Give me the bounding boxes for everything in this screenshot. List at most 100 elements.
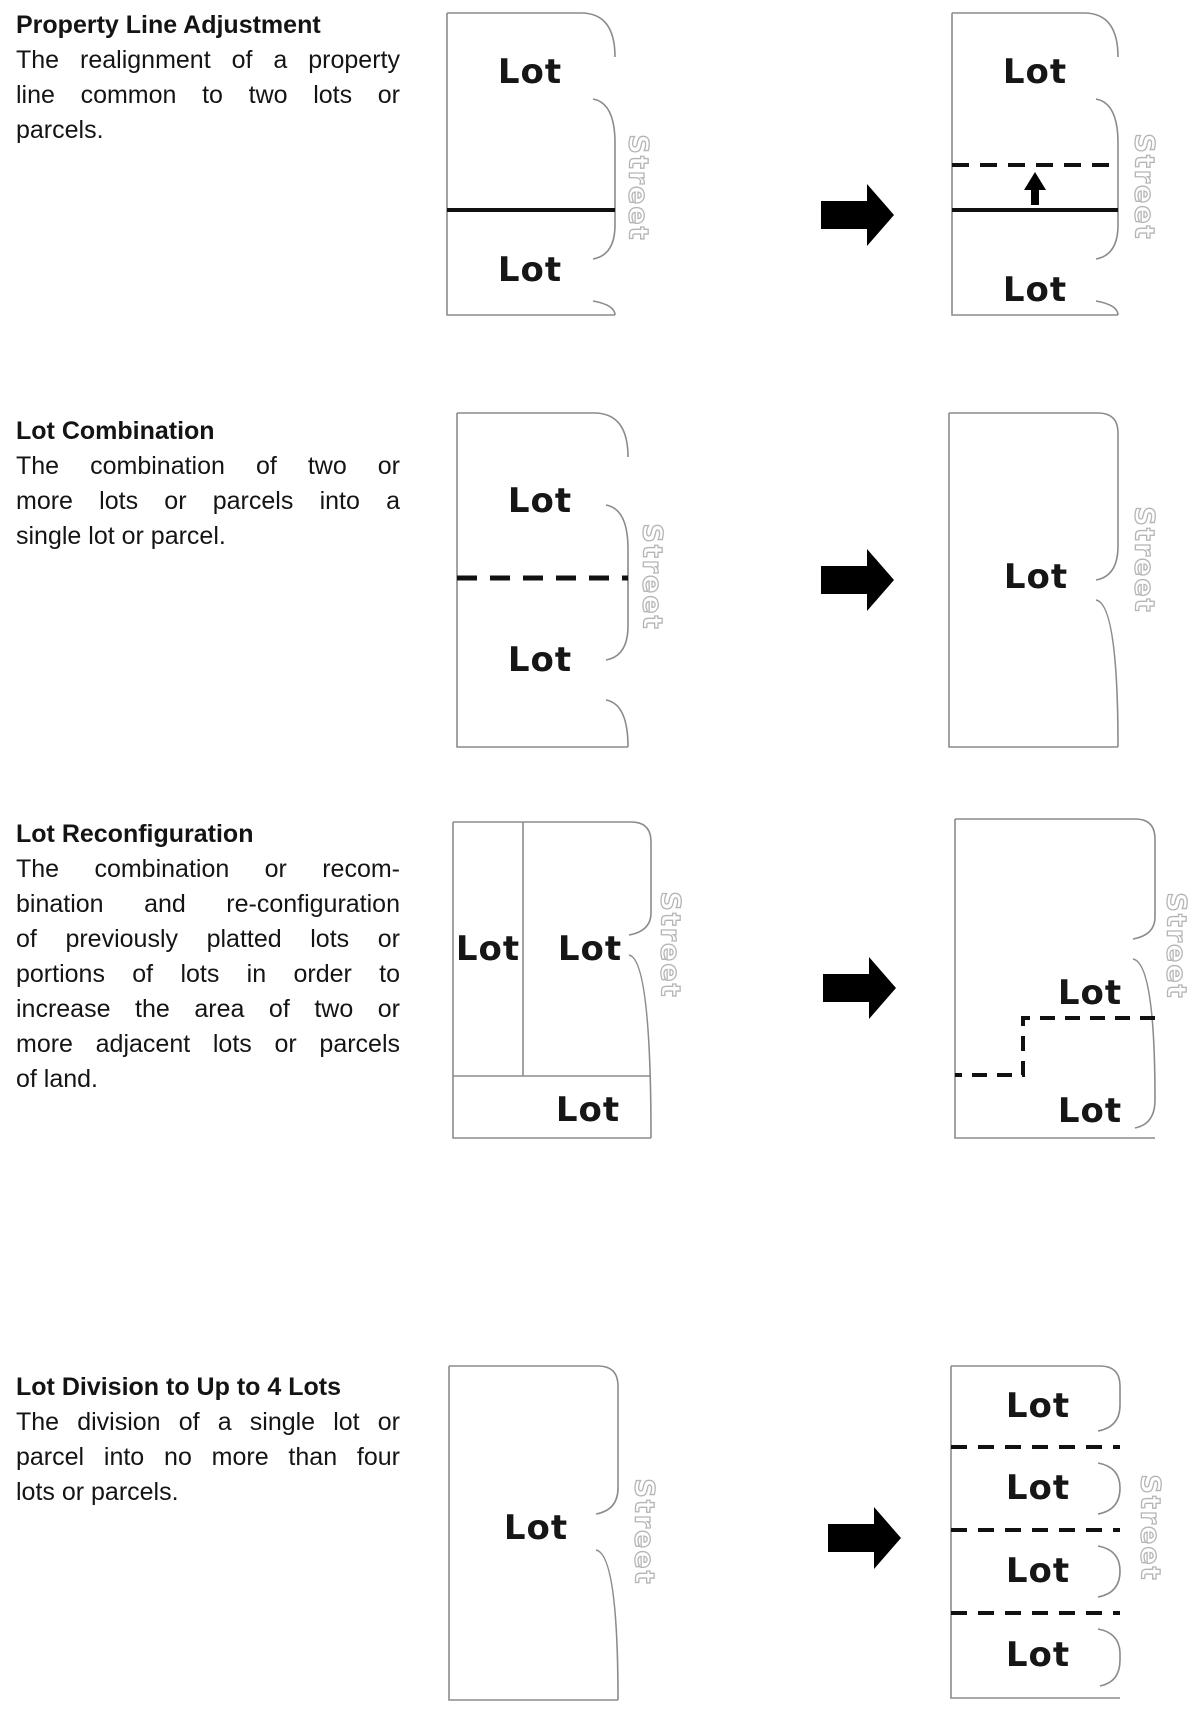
- parcel-outline: [951, 13, 1118, 316]
- right-block-arrow: [823, 957, 896, 1019]
- parcel-outline: [1097, 1545, 1121, 1598]
- transform-arrow-icon: [828, 1507, 901, 1569]
- section-lot-division-text: Lot Division to Up to 4 Lots The divisio…: [16, 1370, 400, 1510]
- lot-label: Lot: [1058, 1091, 1122, 1131]
- property-line-dashed-stepped: [955, 1016, 1155, 1077]
- transform-arrow-icon: [823, 957, 896, 1019]
- parcel-outline: [592, 98, 616, 260]
- parcel-outline: [447, 12, 616, 58]
- before-diagram-lot-division: Lot Street: [448, 1365, 660, 1701]
- street-label: Street: [637, 523, 668, 630]
- right-block-arrow: [821, 184, 894, 246]
- after-diagram-lot-reconfiguration: Lot Lot Street: [954, 818, 1192, 1139]
- lot-label: Lot: [556, 1090, 620, 1130]
- description-line: The combination of two or: [16, 452, 400, 480]
- section-title: Lot Division to Up to 4 Lots: [16, 1373, 341, 1401]
- section-lot-combination-text: Lot Combination The combination of two o…: [16, 414, 400, 554]
- right-block-arrow: [828, 1507, 901, 1569]
- description-line: The realignment of a property: [16, 46, 400, 74]
- description-line: increase the area of two or: [16, 995, 400, 1023]
- before-diagram-lot-combination: Lot Lot Street: [456, 412, 668, 748]
- section-description: The division of a single lot or parcel i…: [16, 1405, 400, 1510]
- transform-arrow-icon: [821, 549, 894, 611]
- description-line: single lot or parcel.: [16, 522, 226, 550]
- description-line: more lots or parcels into a: [16, 487, 400, 515]
- description-line: more adjacent lots or parcels: [16, 1030, 400, 1058]
- street-label: Street: [1135, 1474, 1166, 1581]
- section-property-line-adjustment-text: Property Line Adjustment The realignment…: [16, 8, 400, 148]
- parcel-outline: [950, 1366, 1120, 1699]
- transform-arrow-icon: [821, 184, 894, 246]
- description-line: portions of lots in order to: [16, 960, 400, 988]
- lot-label: Lot: [504, 1508, 568, 1548]
- lot-label: Lot: [1003, 270, 1067, 310]
- lot-label: Lot: [508, 640, 572, 680]
- parcel-outline: [605, 504, 629, 661]
- parcel-outline: [1095, 599, 1119, 748]
- lot-label: Lot: [508, 481, 572, 521]
- parcel-outline: [954, 819, 1155, 1139]
- lot-label: Lot: [1006, 1386, 1070, 1426]
- description-line: of land.: [16, 1065, 99, 1093]
- parcel-outline: [448, 1366, 618, 1701]
- curb-return-arc: [605, 699, 629, 748]
- lot-label: Lot: [1058, 973, 1122, 1013]
- parcel-outline: [452, 822, 651, 1139]
- after-diagram-lot-division: Lot Lot Lot Lot Street: [950, 1365, 1166, 1699]
- curb-return-arc: [592, 300, 616, 316]
- street-label: Street: [623, 134, 654, 241]
- before-diagram-property-line-adjustment: Lot Lot Street: [446, 12, 654, 316]
- parcel-outline: [952, 12, 1119, 58]
- lot-label: Lot: [1006, 1468, 1070, 1508]
- parcel-outline: [446, 13, 615, 316]
- lot-label: Lot: [456, 929, 520, 969]
- parcel-outline: [453, 821, 652, 936]
- section-title: Lot Reconfiguration: [16, 820, 254, 848]
- lot-label: Lot: [558, 929, 622, 969]
- section-description: The combination or recom- bination and r…: [16, 852, 400, 1097]
- parcel-outline: [595, 1549, 619, 1701]
- street-label: Street: [629, 1478, 660, 1585]
- parcel-outline: [1097, 1628, 1121, 1687]
- lot-label: Lot: [498, 52, 562, 92]
- parcel-outline: [1097, 1462, 1121, 1515]
- street-label: Street: [1161, 892, 1192, 999]
- parcel-outline: [449, 1365, 619, 1515]
- lot-label: Lot: [1006, 1635, 1070, 1675]
- description-line: The division of a single lot or: [16, 1408, 400, 1436]
- section-title: Lot Combination: [16, 417, 215, 445]
- parcel-outline: [457, 412, 629, 458]
- description-line: lots or parcels.: [16, 1478, 179, 1506]
- curb-return-arc: [1095, 300, 1119, 316]
- section-description: The combination of two or more lots or p…: [16, 449, 400, 554]
- description-line: parcel into no more than four: [16, 1443, 400, 1471]
- lot-label: Lot: [498, 250, 562, 290]
- parcel-outline: [949, 412, 1119, 581]
- parcel-outline: [951, 1365, 1121, 1432]
- street-label: Street: [655, 891, 686, 998]
- parcel-outline: [628, 954, 652, 1139]
- before-diagram-lot-reconfiguration: Lot Lot Lot Street: [452, 821, 686, 1139]
- section-title: Property Line Adjustment: [16, 11, 321, 39]
- section-lot-reconfiguration-text: Lot Reconfiguration The combination or r…: [16, 817, 400, 1097]
- section-description: The realignment of a property line commo…: [16, 43, 400, 148]
- after-diagram-property-line-adjustment: Lot Lot Street: [951, 12, 1160, 316]
- street-label: Street: [1129, 133, 1160, 240]
- parcel-outline: [1095, 98, 1119, 260]
- parcel-outline: [948, 413, 1118, 748]
- right-block-arrow: [821, 549, 894, 611]
- description-line: of previously platted lots or: [16, 925, 400, 953]
- parcel-outline: [955, 818, 1156, 940]
- description-line: parcels.: [16, 116, 104, 144]
- after-diagram-lot-combination: Lot Street: [948, 412, 1160, 748]
- street-label: Street: [1129, 506, 1160, 613]
- lot-label: Lot: [1003, 52, 1067, 92]
- description-line: line common to two lots or: [16, 81, 400, 109]
- description-line: bination and re-configuration: [16, 890, 400, 918]
- parcel-outline: [1132, 958, 1156, 1129]
- description-line: The combination or recom-: [16, 855, 400, 883]
- lot-label: Lot: [1006, 1551, 1070, 1591]
- lot-label: Lot: [1004, 557, 1068, 597]
- parcel-outline: [456, 413, 628, 748]
